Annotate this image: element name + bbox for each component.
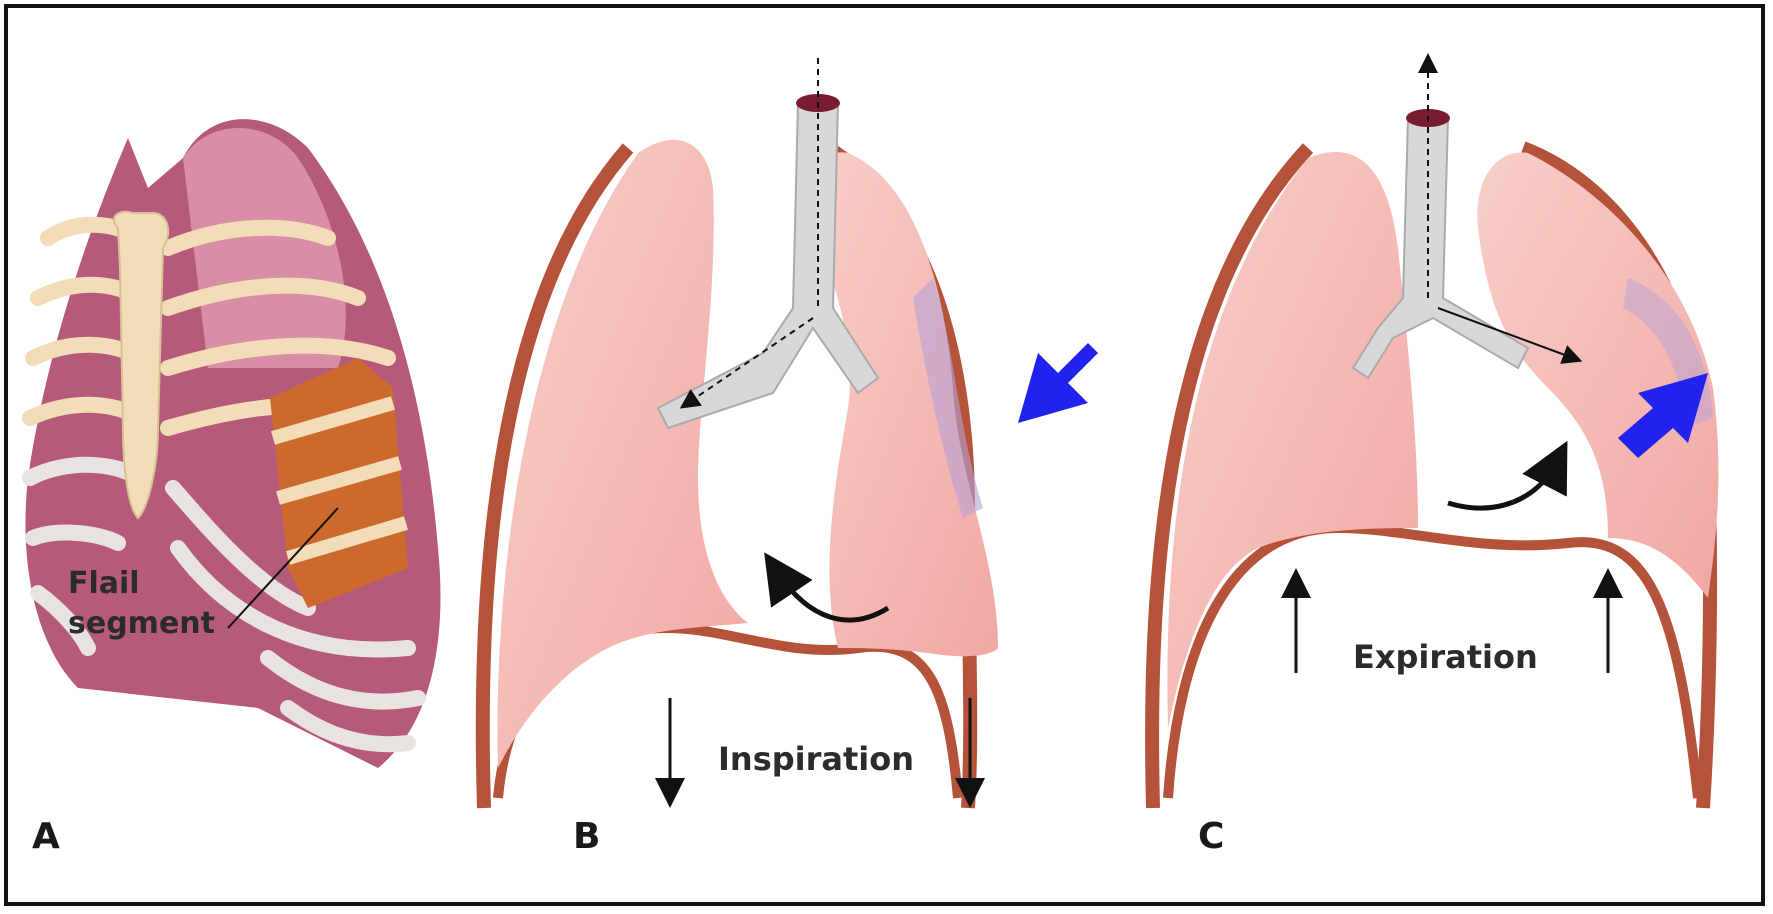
flail-label-line2: segment — [68, 606, 215, 641]
figure-frame: Flail segment A Inspiration B — [4, 4, 1765, 906]
panel-a-letter: A — [32, 816, 60, 857]
flail-label-line1: Flail — [68, 566, 140, 601]
panel-a-ribcage: Flail segment A — [25, 119, 440, 857]
expiration-caption: Expiration — [1353, 638, 1538, 676]
panel-c-letter: C — [1198, 816, 1224, 857]
diagram-canvas: Flail segment A Inspiration B — [8, 8, 1761, 902]
ribcage-lung-highlight — [183, 128, 346, 368]
inspiration-caption: Inspiration — [718, 740, 914, 778]
left-lung-b — [498, 140, 748, 768]
panel-c-expiration: Expiration C — [1152, 63, 1718, 857]
panel-b-inspiration: Inspiration B — [483, 58, 1098, 857]
panel-b-letter: B — [573, 816, 600, 857]
mediastinal-shift-arrow-c — [1448, 463, 1556, 508]
blue-arrow-inward-b — [1018, 343, 1098, 423]
flail-segment — [270, 358, 408, 608]
